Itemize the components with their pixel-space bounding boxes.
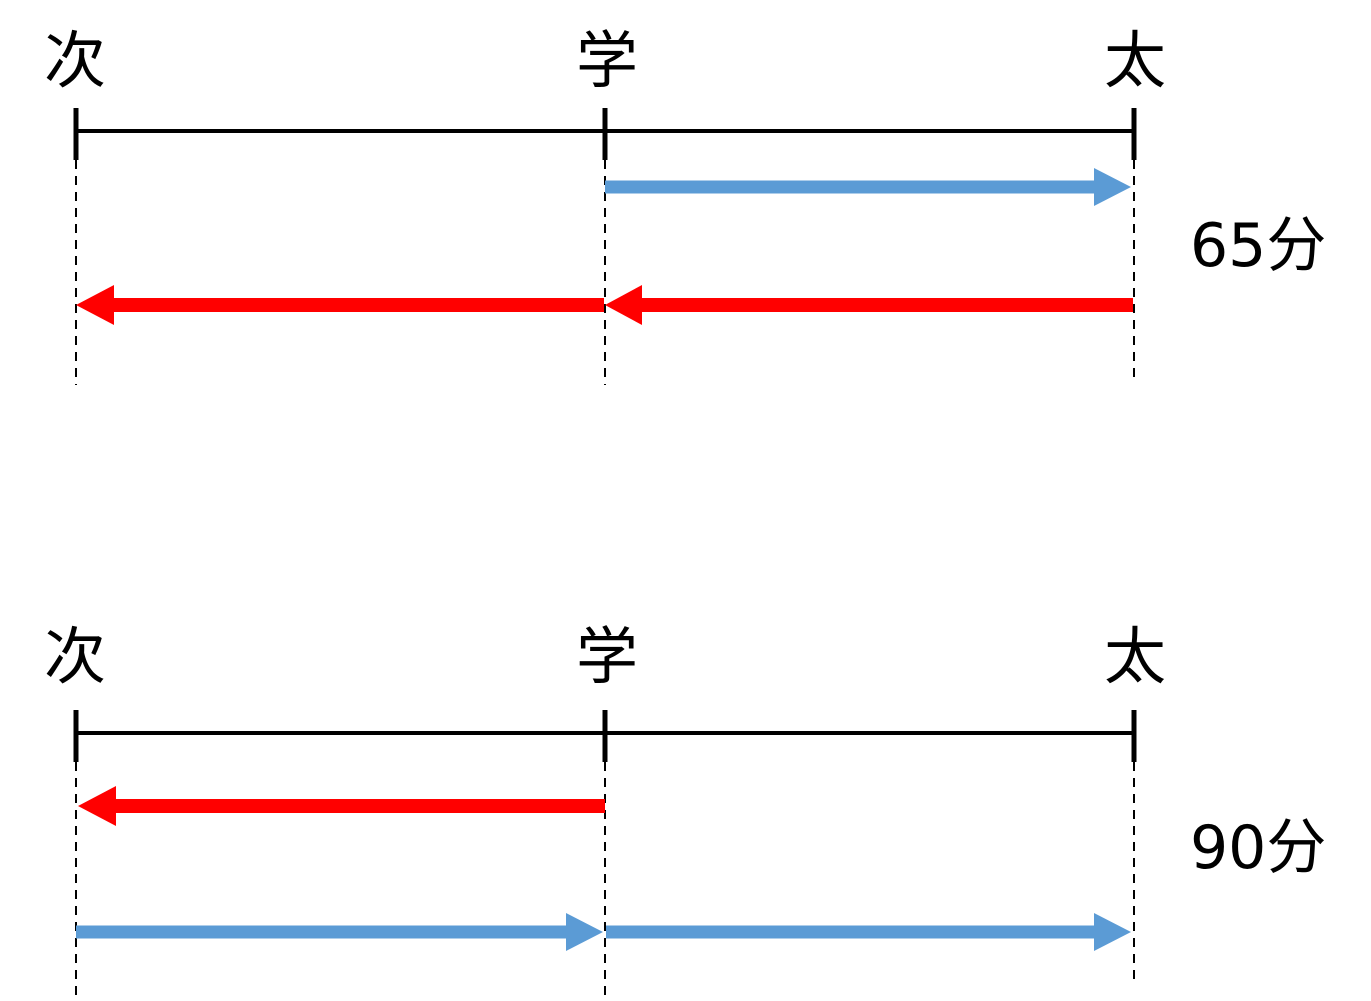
arrow-red-ta-to-gaku-top	[605, 285, 1133, 325]
time-label-bottom: 90分	[1190, 813, 1327, 883]
point-label-gaku-bottom: 学	[576, 620, 639, 693]
point-label-ji-bottom: 次	[44, 620, 107, 693]
arrow-blue-gaku-to-ta-top	[605, 168, 1131, 206]
arrow-blue-gaku-to-ta-bottom	[606, 913, 1131, 951]
point-label-ta-bottom: 太	[1104, 620, 1167, 693]
arrow-blue-ji-to-gaku-bottom	[76, 913, 603, 951]
arrow-red-gaku-to-ji-bottom	[78, 786, 605, 826]
point-label-ji-top: 次	[44, 24, 107, 97]
point-label-gaku-top: 学	[576, 24, 639, 97]
arrow-red-gaku-to-ji-top	[76, 285, 604, 325]
point-label-ta-top: 太	[1104, 24, 1167, 97]
time-label-top: 65分	[1190, 211, 1327, 281]
